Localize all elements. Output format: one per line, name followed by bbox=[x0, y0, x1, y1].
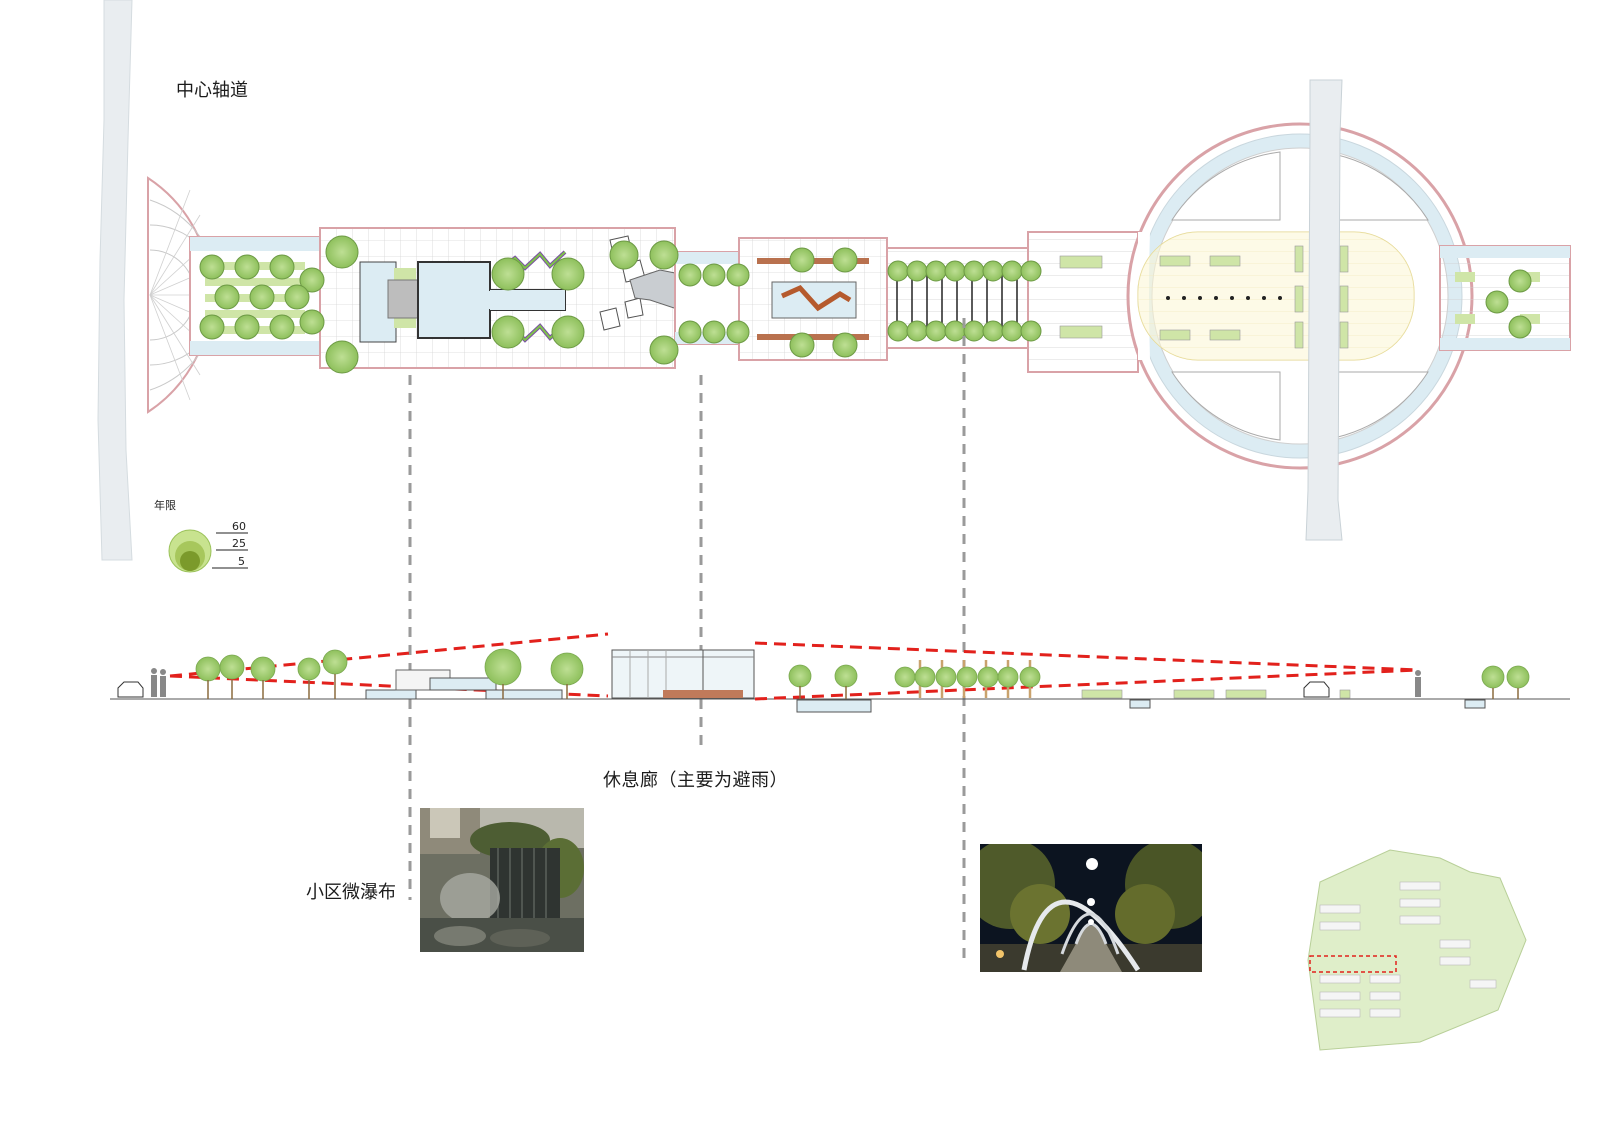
legend-value-60: 60 bbox=[232, 520, 246, 533]
arch-corridor-photo bbox=[980, 844, 1202, 972]
site-location-map bbox=[1307, 849, 1527, 1051]
circle-plaza bbox=[1126, 122, 1474, 470]
car-icon bbox=[117, 681, 1330, 698]
waterfall-caption: 小区微瀑布 bbox=[306, 882, 396, 903]
legend-value-25: 25 bbox=[232, 537, 246, 550]
page-title: 中心轴道 bbox=[176, 80, 248, 101]
section-elevation bbox=[110, 632, 1570, 713]
people-icon bbox=[151, 668, 1421, 697]
right-road bbox=[1305, 79, 1343, 541]
legend-title: 年限 bbox=[154, 499, 176, 512]
age-legend-circles bbox=[168, 529, 248, 573]
legend-value-5: 5 bbox=[238, 555, 245, 568]
waterfall-photo bbox=[420, 808, 584, 952]
lawn-band bbox=[1027, 231, 1139, 373]
rest-corridor-caption: 休息廊（主要为避雨） bbox=[603, 770, 788, 791]
rest-corridor-elevation bbox=[611, 649, 755, 699]
plan-trees bbox=[199, 235, 1532, 374]
left-road bbox=[97, 0, 133, 561]
